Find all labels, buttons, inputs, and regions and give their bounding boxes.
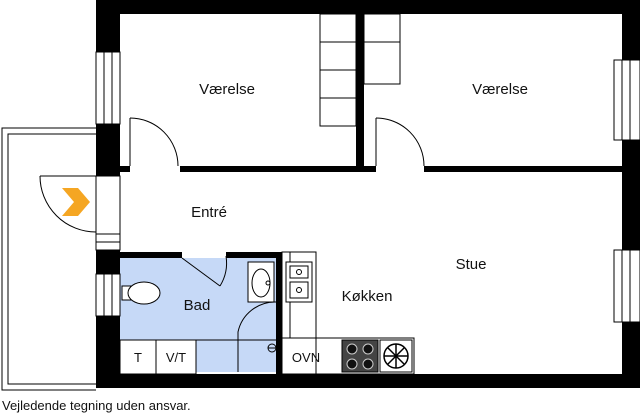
window-right-lower	[613, 249, 640, 323]
entrance-arrow-icon	[62, 188, 90, 216]
washer-boxes	[119, 339, 197, 375]
room-label-bathroom: Bad	[184, 297, 211, 314]
room-label-bedroom-left: Værelse	[199, 81, 255, 98]
windows	[95, 51, 640, 323]
balcony	[1, 127, 96, 391]
toilet-box-label: T	[134, 350, 142, 365]
room-label-bedroom-right: Værelse	[472, 81, 528, 98]
interior-walls	[120, 14, 622, 374]
outer-walls	[96, 0, 640, 388]
washer-dryer-label: V/T	[166, 350, 186, 365]
window-left-lower	[95, 273, 121, 317]
stove-icon	[341, 339, 379, 373]
bedroom-doors	[129, 117, 425, 167]
window-left-upper	[95, 51, 121, 125]
kitchen-sink-icon	[285, 261, 313, 303]
room-label-living-room: Stue	[456, 256, 487, 273]
room-label-entrance: Entré	[191, 204, 227, 221]
disclaimer-text: Vejledende tegning uden ansvar.	[2, 398, 191, 413]
front-door	[39, 175, 121, 251]
room-label-kitchen: Køkken	[342, 288, 393, 305]
bathroom-sink-icon	[247, 261, 275, 303]
toilet-icon	[121, 281, 161, 305]
oven-label: OVN	[292, 350, 320, 365]
extractor-fan-icon	[379, 339, 413, 373]
wardrobes	[319, 13, 401, 127]
window-right-upper	[613, 59, 640, 141]
